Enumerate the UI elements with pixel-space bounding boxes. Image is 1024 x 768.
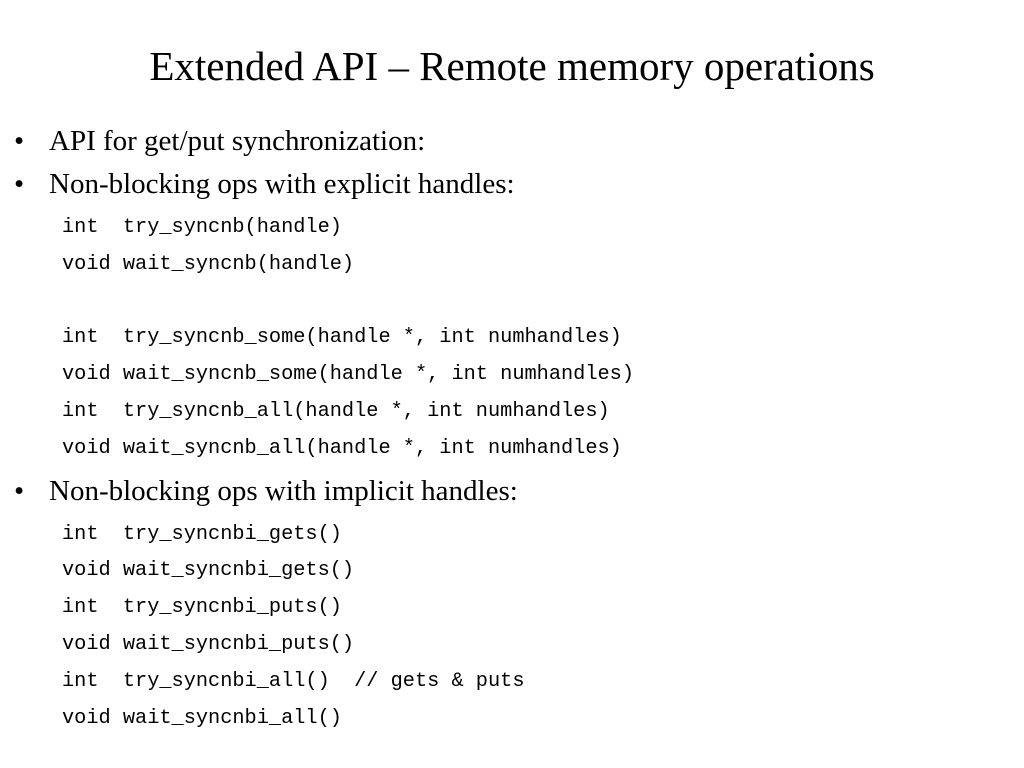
slide-title: Extended API – Remote memory operations (149, 43, 875, 89)
bullet-dot: • (14, 474, 25, 507)
bullet-dot: • (14, 125, 25, 157)
code-block-explicit-handles: int try_syncnb(handle) void wait_syncnb(… (62, 210, 1014, 468)
slide-content: • API for get/put synchronization: • Non… (14, 118, 1014, 739)
code-line-blank (62, 284, 1014, 321)
code-line: void wait_syncnb_all(handle *, int numha… (62, 436, 622, 460)
bullet-text: Non-blocking ops with implicit handles: (49, 474, 518, 507)
code-line: int try_syncnbi_all() // gets & puts (62, 669, 525, 693)
bullet-item: • Non-blocking ops with explicit handles… (14, 164, 1014, 204)
code-line: void wait_syncnbi_puts() (62, 632, 355, 656)
bullet-item: • Non-blocking ops with implicit handles… (14, 471, 1014, 511)
code-line: int try_syncnb_some(handle *, int numhan… (62, 326, 622, 350)
code-line: void wait_syncnb_some(handle *, int numh… (62, 363, 635, 387)
code-line: void wait_syncnbi_gets() (62, 559, 355, 583)
code-line: void wait_syncnbi_all() (62, 706, 342, 730)
code-line: int try_syncnb(handle) (62, 216, 342, 239)
bullet-text: API for get/put synchronization: (49, 125, 426, 157)
bullet-item: • API for get/put synchronization: (14, 121, 1014, 161)
bullet-dot: • (14, 168, 25, 200)
code-line: int try_syncnbi_puts() (62, 596, 342, 620)
code-line: void wait_syncnb(handle) (62, 252, 355, 276)
code-line: int try_syncnbi_gets() (62, 522, 342, 546)
bullet-text: Non-blocking ops with explicit handles: (49, 168, 515, 200)
code-line: int try_syncnb_all(handle *, int numhand… (62, 399, 610, 423)
code-block-implicit-handles: int try_syncnbi_gets() void wait_syncnbi… (62, 517, 1014, 738)
